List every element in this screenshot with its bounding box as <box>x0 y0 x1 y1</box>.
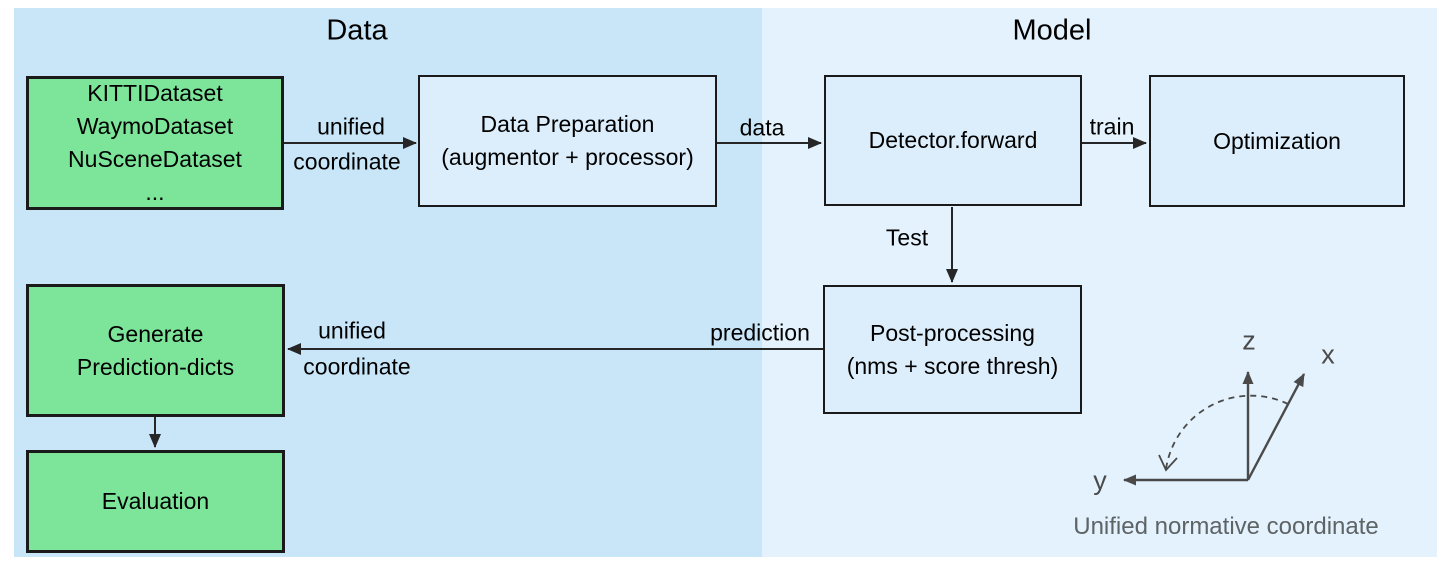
datasets-line: KITTIDataset <box>87 80 223 106</box>
detector-forward-line: Detector.forward <box>868 127 1038 153</box>
evaluation-line: Evaluation <box>101 488 210 514</box>
datasets-box: KITTIDataset WaymoDataset NuSceneDataset… <box>26 76 284 210</box>
x-axis-label: x <box>1321 339 1335 370</box>
edge-label-data: data <box>739 114 785 141</box>
edge-label-unified-top: unified <box>317 113 385 140</box>
evaluation-box: Evaluation <box>26 450 285 553</box>
edge-label-unified-bottom: unified <box>318 317 386 344</box>
z-axis-label: z <box>1242 325 1256 356</box>
edge-label-coordinate-bottom: coordinate <box>303 353 411 380</box>
y-axis-label: y <box>1093 465 1107 496</box>
model-section-title: Model <box>1012 14 1092 47</box>
data-preparation-line: Data Preparation <box>480 111 655 137</box>
edge-label-coordinate-top: coordinate <box>293 148 401 175</box>
generate-prediction-dicts-box: Generate Prediction-dicts <box>26 284 285 417</box>
datasets-line: WaymoDataset <box>76 113 234 139</box>
data-section-title: Data <box>326 14 388 47</box>
generate-line: Prediction-dicts <box>76 353 235 380</box>
datasets-line: NuSceneDataset <box>68 146 242 172</box>
post-processing-line: Post-processing <box>870 319 1035 346</box>
detector-forward-box: Detector.forward <box>824 75 1082 206</box>
coordinate-caption: Unified normative coordinate <box>1073 513 1379 540</box>
post-processing-box: Post-processing (nms + score thresh) <box>823 285 1082 414</box>
data-preparation-box: Data Preparation (augmentor + processor) <box>418 75 717 207</box>
data-preparation-line: (augmentor + processor) <box>441 144 694 170</box>
edge-label-train: train <box>1089 113 1135 140</box>
datasets-line: ... <box>145 179 165 205</box>
edge-label-prediction: prediction <box>710 319 810 346</box>
optimization-line: Optimization <box>1213 127 1341 154</box>
optimization-box: Optimization <box>1149 75 1405 207</box>
generate-line: Generate <box>107 320 204 347</box>
post-processing-line: (nms + score thresh) <box>846 352 1059 379</box>
edge-label-test: Test <box>885 224 929 251</box>
